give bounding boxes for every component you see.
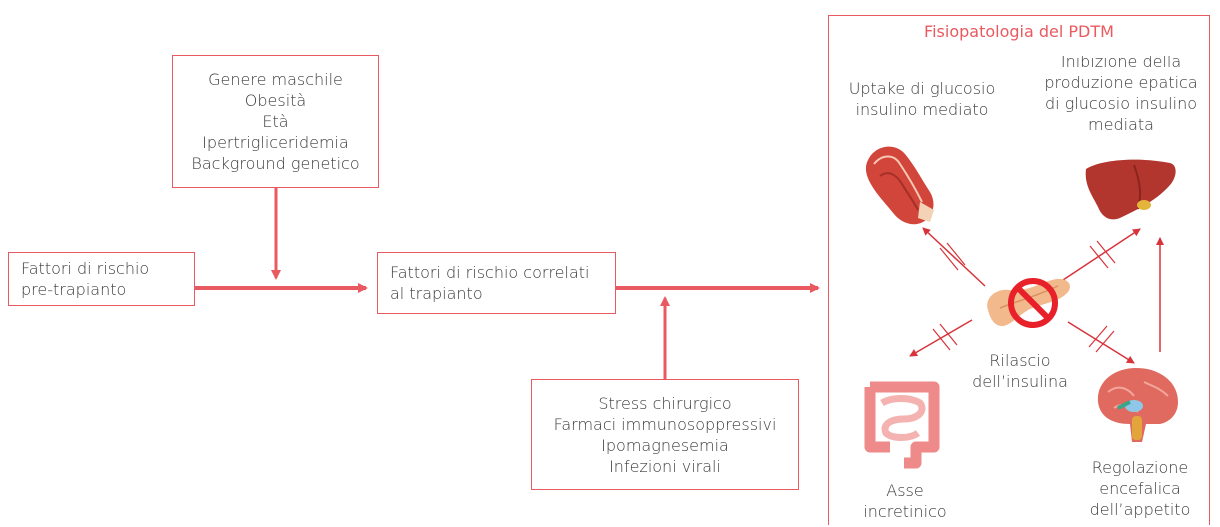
box-line: Fattori di rischio correlati bbox=[390, 263, 590, 282]
arrow-to-muscle bbox=[922, 227, 986, 287]
box-line: Ipertrigliceridemia bbox=[202, 133, 349, 152]
label-line: Regolazione bbox=[1091, 458, 1189, 477]
gut-label: Asse incretinico bbox=[850, 480, 960, 522]
transplant-related-factors-box: Fattori di rischio correlati al trapiant… bbox=[377, 252, 616, 314]
box-line: Background genetico bbox=[191, 154, 360, 173]
box-line: Obesità bbox=[244, 91, 307, 110]
forbidden-icon bbox=[1008, 278, 1058, 328]
transplant-factors-list-box: Stress chirurgico Farmaci immunosoppress… bbox=[531, 379, 799, 490]
brain-label: Regolazione encefalica dell’appetito bbox=[1070, 457, 1210, 520]
box-line: Fattori di rischio bbox=[21, 259, 150, 278]
label-line: Asse bbox=[886, 481, 924, 500]
label-line: insulino mediato bbox=[855, 100, 989, 119]
box-line: Genere maschile bbox=[208, 70, 343, 89]
muscle-label: Uptake di glucosio insulino mediato bbox=[836, 78, 1008, 120]
box-line: Stress chirurgico bbox=[598, 393, 732, 413]
liver-icon bbox=[1085, 159, 1176, 220]
intestine-icon bbox=[864, 381, 940, 469]
pathophysiology-panel: Fisiopatologia del PDTM bbox=[828, 15, 1210, 525]
box-line: Farmaci immunosoppressivi bbox=[553, 414, 777, 434]
label-line: Uptake di glucosio bbox=[848, 79, 996, 98]
box-line: pre-trapianto bbox=[21, 280, 127, 299]
label-line: Inibizione della bbox=[1060, 56, 1182, 71]
label-line: dell’appetito bbox=[1089, 500, 1191, 519]
pre-transplant-factors-list-box: Genere maschile Obesità Età Ipertriglice… bbox=[172, 55, 379, 188]
label-line: dell’insulina bbox=[972, 372, 1068, 391]
brain-icon bbox=[1097, 368, 1178, 442]
label-line: di glucosio insulino bbox=[1045, 94, 1197, 113]
label-line: incretinico bbox=[863, 502, 947, 521]
box-line: Età bbox=[262, 112, 289, 131]
box-line: al trapianto bbox=[390, 284, 483, 303]
label-line: produzione epatica bbox=[1044, 73, 1198, 92]
pancreas-label: Rilascio dell’insulina bbox=[960, 350, 1080, 392]
label-line: encefalica bbox=[1099, 479, 1181, 498]
liver-label: Inibizione della produzione epatica di g… bbox=[1036, 56, 1206, 178]
label-line: mediata bbox=[1088, 115, 1154, 134]
arrow-to-brain bbox=[1067, 321, 1135, 364]
risk-factors-pre-transplant-box: Fattori di rischio pre-trapianto bbox=[8, 252, 195, 306]
panel-title: Fisiopatologia del PDTM bbox=[924, 22, 1114, 41]
muscle-icon bbox=[865, 146, 934, 225]
box-line: Infezioni virali bbox=[609, 456, 721, 476]
box-line: Ipomagnesemia bbox=[601, 435, 729, 455]
label-line: Rilascio bbox=[989, 351, 1051, 370]
